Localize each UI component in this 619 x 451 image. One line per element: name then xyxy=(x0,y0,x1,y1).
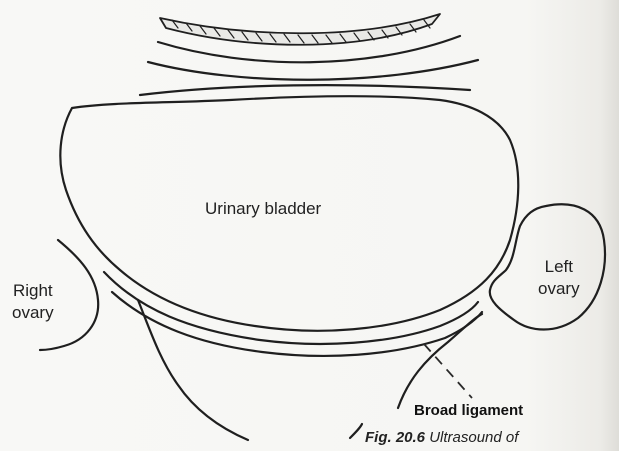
figure-number: Fig. 20.6 xyxy=(365,429,425,446)
label-right-ovary-line1: Right xyxy=(12,280,54,302)
fascia-line-3 xyxy=(140,85,470,95)
posterior-wall-line-1 xyxy=(104,272,478,344)
label-right-ovary-line2: ovary xyxy=(12,302,54,324)
label-urinary-bladder: Urinary bladder xyxy=(205,198,321,220)
label-broad-ligament: Broad ligament xyxy=(414,400,523,422)
broad-ligament-pointer xyxy=(424,344,472,398)
figure-caption-text: Ultrasound of xyxy=(429,429,518,446)
label-left-ovary: Left ovary xyxy=(538,256,580,300)
label-left-ovary-line1: Left xyxy=(538,256,580,278)
figure-caption: Fig. 20.6 Ultrasound of xyxy=(365,429,518,446)
lower-curve xyxy=(350,424,362,438)
label-right-ovary: Right ovary xyxy=(12,280,54,324)
label-left-ovary-line2: ovary xyxy=(538,278,580,300)
